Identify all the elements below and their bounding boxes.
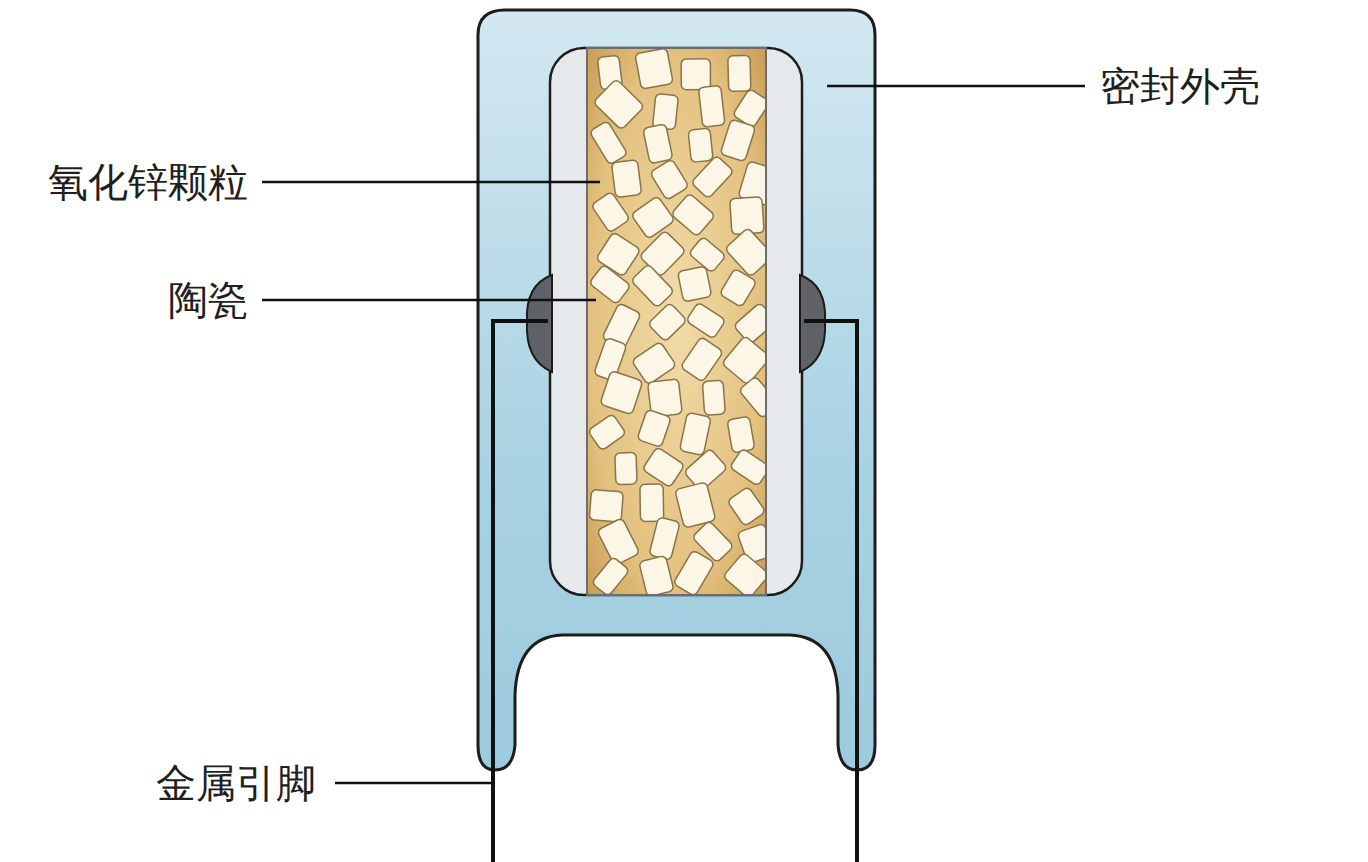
zno-grain xyxy=(673,550,715,594)
zno-grain xyxy=(589,489,623,522)
zno-grain xyxy=(725,227,765,277)
zno-grain xyxy=(589,264,631,304)
zno-grain xyxy=(648,302,688,341)
zno-grain xyxy=(591,557,629,594)
zno-grain xyxy=(680,336,723,382)
callout-label: 金属引脚 xyxy=(156,759,316,807)
zno-grains xyxy=(588,49,765,594)
zno-grain xyxy=(588,414,626,451)
callout-label: 陶瓷 xyxy=(168,276,248,324)
zno-grain xyxy=(611,160,641,198)
leader-line xyxy=(827,85,1085,88)
zno-grain xyxy=(600,370,643,414)
callout-label: 氧化锌颗粒 xyxy=(48,158,248,206)
zno-grain xyxy=(719,268,757,307)
zno-grain xyxy=(591,191,630,233)
zno-grain xyxy=(686,302,726,339)
zno-grain xyxy=(722,336,765,386)
zno-grain xyxy=(688,236,726,273)
leader-line xyxy=(335,782,493,785)
zno-grain xyxy=(727,416,755,453)
zno-grain xyxy=(698,85,725,127)
zno-grain xyxy=(730,448,765,486)
right-electrode xyxy=(800,275,825,372)
left-electrode xyxy=(527,275,552,372)
zno-grain xyxy=(615,452,637,484)
left-lead xyxy=(493,321,548,862)
inner-cavity xyxy=(550,48,802,595)
zno-grain xyxy=(739,376,765,418)
leader-line xyxy=(262,181,600,184)
zno-grain xyxy=(671,193,715,237)
zno-grain xyxy=(589,121,627,166)
zno-grain xyxy=(675,482,716,528)
callout-label: 密封外壳 xyxy=(1100,62,1260,110)
zno-grain xyxy=(640,484,664,522)
zno-grain xyxy=(631,341,676,385)
zno-grain xyxy=(728,55,751,91)
zno-grain xyxy=(650,159,689,201)
zno-grain xyxy=(639,555,674,594)
zno-grain xyxy=(677,266,711,302)
zno-grain xyxy=(688,128,713,162)
right-lead xyxy=(804,321,857,862)
zno-grain xyxy=(720,119,756,162)
zno-grain xyxy=(643,124,673,164)
zno-grain xyxy=(631,196,675,240)
sealed-shell xyxy=(478,10,875,770)
zno-grain xyxy=(679,412,711,455)
zno-grain xyxy=(652,93,678,129)
zno-grain xyxy=(727,486,765,526)
zno-grain xyxy=(593,79,645,130)
zno-grain xyxy=(637,409,671,447)
zno-grain xyxy=(649,517,680,560)
leader-line xyxy=(262,299,596,302)
zno-grain xyxy=(723,552,765,594)
zno-grain xyxy=(635,49,673,89)
zno-grain xyxy=(631,264,675,308)
zno-grain xyxy=(597,518,640,566)
zno-grain xyxy=(691,155,734,199)
zno-grain xyxy=(642,447,685,488)
zno-grain xyxy=(681,59,710,90)
zno-grain xyxy=(702,380,725,415)
